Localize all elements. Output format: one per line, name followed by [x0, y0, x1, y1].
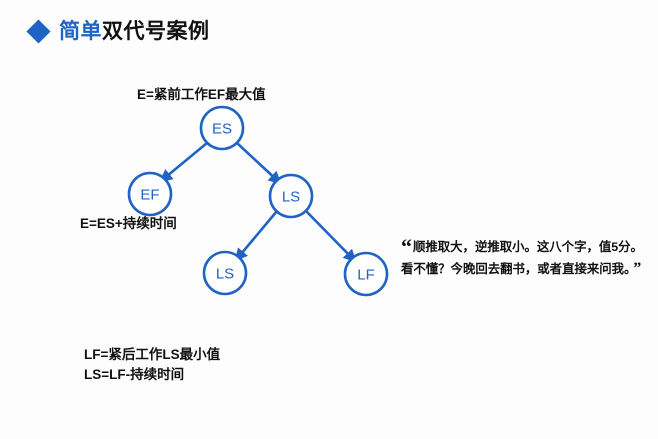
diamond-bullet-icon	[26, 19, 51, 44]
diagram-node-label: EF	[140, 187, 159, 204]
diagram-nodes: ES EF LS LS LF	[127, 105, 389, 297]
diagram-node-label: LS	[282, 189, 300, 206]
edge-ls-to-lf	[305, 210, 357, 263]
title-text: 简单双代号案例	[59, 21, 210, 42]
quote-open-mark: “	[401, 234, 412, 259]
title-rest: 双代号案例	[102, 20, 210, 43]
diagram-node-ef[interactable]: EF	[127, 171, 173, 217]
diagram-node-ls-leaf[interactable]: LS	[202, 250, 248, 296]
diagram-node-label: ES	[212, 121, 232, 138]
page-title: 简单双代号案例	[26, 19, 210, 44]
diagram-edges	[159, 141, 357, 263]
annotation-top-formula: E=紧前工作EF最大值	[137, 87, 266, 102]
annotation-left-formula: E=ES+持续时间	[80, 216, 177, 231]
edge-ls-to-ls	[234, 210, 278, 262]
title-highlight: 简单	[59, 20, 102, 43]
quote-text: 顺推取大，逆推取小。这八个字，值5分。看不懂？今晚回去翻书，或者直接来问我。	[401, 240, 643, 276]
diagram-node-ls-mid[interactable]: LS	[268, 173, 314, 219]
quote-callout: “顺推取大，逆推取小。这八个字，值5分。看不懂？今晚回去翻书，或者直接来问我。”	[401, 234, 648, 281]
diagram-node-lf-leaf[interactable]: LF	[343, 251, 389, 297]
edge-es-to-ls	[236, 142, 282, 185]
diagram-node-es[interactable]: ES	[199, 105, 245, 151]
diagram-node-label: LF	[357, 267, 375, 284]
annotation-bottom-line-1: LF=紧后工作LS最小值	[84, 347, 221, 362]
annotation-bottom-formulas: LF=紧后工作LS最小值 LS=LF-持续时间	[84, 345, 220, 384]
quote-close-mark: ”	[633, 259, 642, 277]
annotation-bottom-line-2: LS=LF-持续时间	[84, 366, 185, 382]
diagram-node-label: LS	[216, 266, 234, 283]
edge-es-to-ef	[159, 141, 208, 183]
